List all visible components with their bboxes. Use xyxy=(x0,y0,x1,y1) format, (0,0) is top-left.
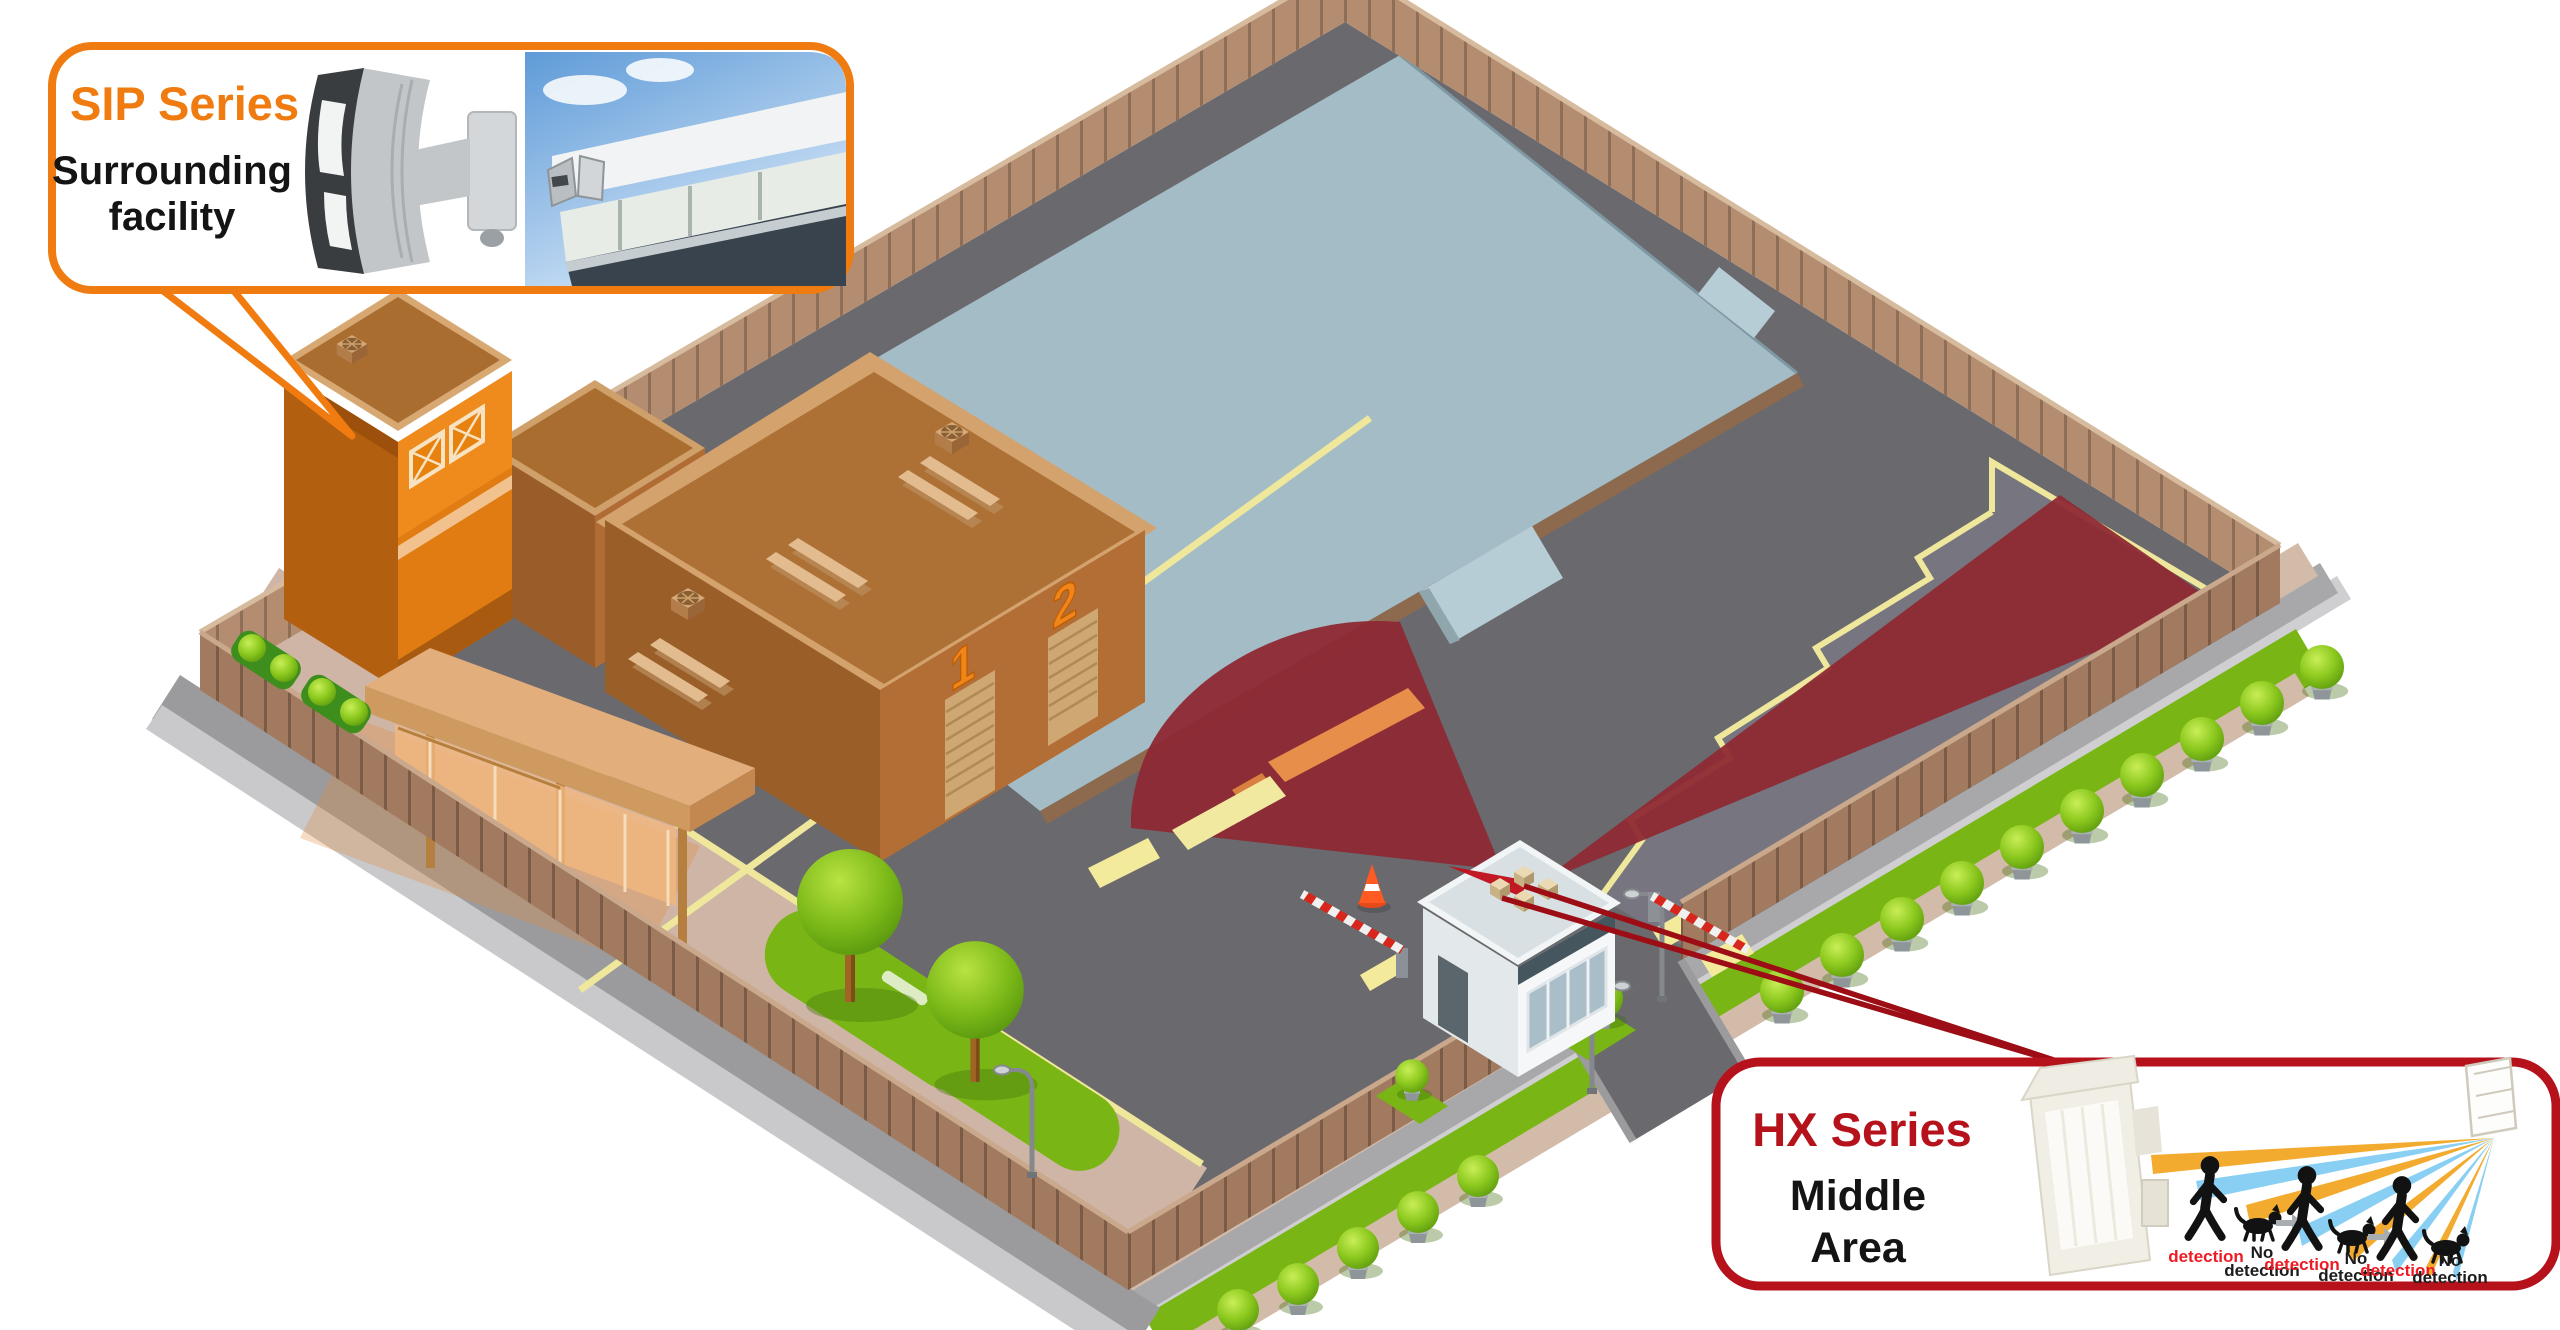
sip-subtitle-2: facility xyxy=(109,195,236,239)
hx-detection-zone-right xyxy=(1538,495,2215,884)
site-map: 1 2 xyxy=(146,0,2351,1330)
roller-door xyxy=(945,608,1098,820)
guard-house-door xyxy=(1438,955,1468,1043)
corner-detectors-icon xyxy=(546,154,606,208)
tower-window xyxy=(409,403,485,490)
illustration-detector-icon xyxy=(2464,1056,2518,1138)
hx-callout: HX Series Middle Area xyxy=(1711,1054,2560,1291)
detection-label: detection xyxy=(2264,1255,2340,1274)
gate-barriers xyxy=(1299,864,1751,978)
detection-label: detection xyxy=(2168,1247,2244,1266)
warehouse-building: 1 2 xyxy=(596,352,1157,862)
yard-trees xyxy=(231,630,1038,1101)
tower-building xyxy=(284,289,512,690)
hx-detection-zone-center xyxy=(1130,620,1502,870)
no-detection-label: detection xyxy=(2224,1261,2300,1280)
no-detection-label: No xyxy=(2345,1249,2368,1268)
hx-title: HX Series xyxy=(1752,1103,1971,1156)
hx-subtitle-1: Middle xyxy=(1790,1172,1926,1220)
annex-building xyxy=(485,380,705,668)
no-detection-label: No xyxy=(2251,1243,2274,1262)
roof-detectors xyxy=(1448,866,1558,912)
hx-detector-image xyxy=(2020,1054,2169,1277)
sip-title: SIP Series xyxy=(70,77,299,130)
detection-label: detection xyxy=(2360,1261,2436,1280)
mounted-detector-photo xyxy=(525,52,846,286)
hx-subtitle-2: Area xyxy=(1810,1224,1907,1272)
no-detection-label: No xyxy=(2439,1251,2462,1270)
sip-detector-image xyxy=(305,68,517,274)
sip-callout: SIP Series Surrounding facility xyxy=(48,42,854,294)
no-detection-label: detection xyxy=(2318,1266,2394,1285)
no-detection-label: detection xyxy=(2412,1268,2488,1287)
detected-vehicle xyxy=(1268,688,1425,782)
outer-curb-left xyxy=(146,675,1160,1330)
hx-detection-illustration: detection No detection detection No dete… xyxy=(2151,1056,2518,1287)
hx-pointer-lines xyxy=(1501,883,2073,1069)
traffic-cone xyxy=(1357,864,1391,913)
sip-subtitle-1: Surrounding xyxy=(52,149,292,193)
